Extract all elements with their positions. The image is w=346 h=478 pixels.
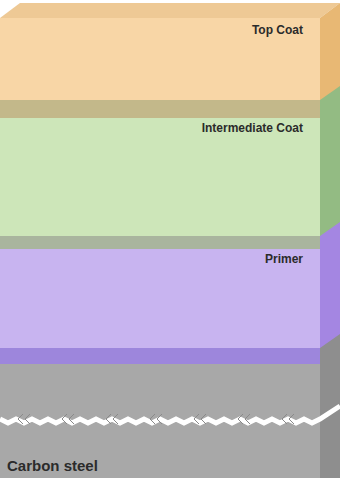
break-chevron (289, 414, 294, 424)
break-line (0, 406, 340, 424)
break-chevron (18, 414, 23, 424)
coating-layer: Top Coat (0, 18, 320, 113)
break-chevron (245, 414, 250, 424)
break-chevron (113, 414, 118, 424)
intermediate-side (320, 86, 340, 245)
break-chevron (282, 414, 287, 424)
coating-layer: Primer (0, 245, 320, 360)
break-chevron (69, 414, 74, 424)
break-chevron (238, 414, 243, 424)
layer-label: Top Coat (252, 23, 303, 37)
intermediate-top-face (0, 100, 320, 118)
break-chevron (106, 414, 111, 424)
break-chevron (150, 414, 155, 424)
break-chevron (194, 414, 199, 424)
break-chevron (157, 414, 162, 424)
break-chevron (62, 414, 67, 424)
break-chevron (25, 414, 30, 424)
primer-front (0, 245, 320, 360)
steel-top-face (0, 348, 320, 364)
intermediate-front (0, 113, 320, 245)
break-gap (0, 406, 340, 423)
layer-label: Intermediate Coat (202, 121, 303, 135)
layer-label: Carbon steel (7, 457, 98, 474)
top-coat-front (0, 18, 320, 113)
break-chevron (201, 414, 206, 424)
primer-top-face (0, 236, 320, 249)
layer-label: Primer (265, 252, 303, 266)
coating-layer: Carbon steel (0, 360, 320, 478)
top-coat-top-face (0, 3, 340, 18)
coating-layer: Intermediate Coat (0, 113, 320, 245)
